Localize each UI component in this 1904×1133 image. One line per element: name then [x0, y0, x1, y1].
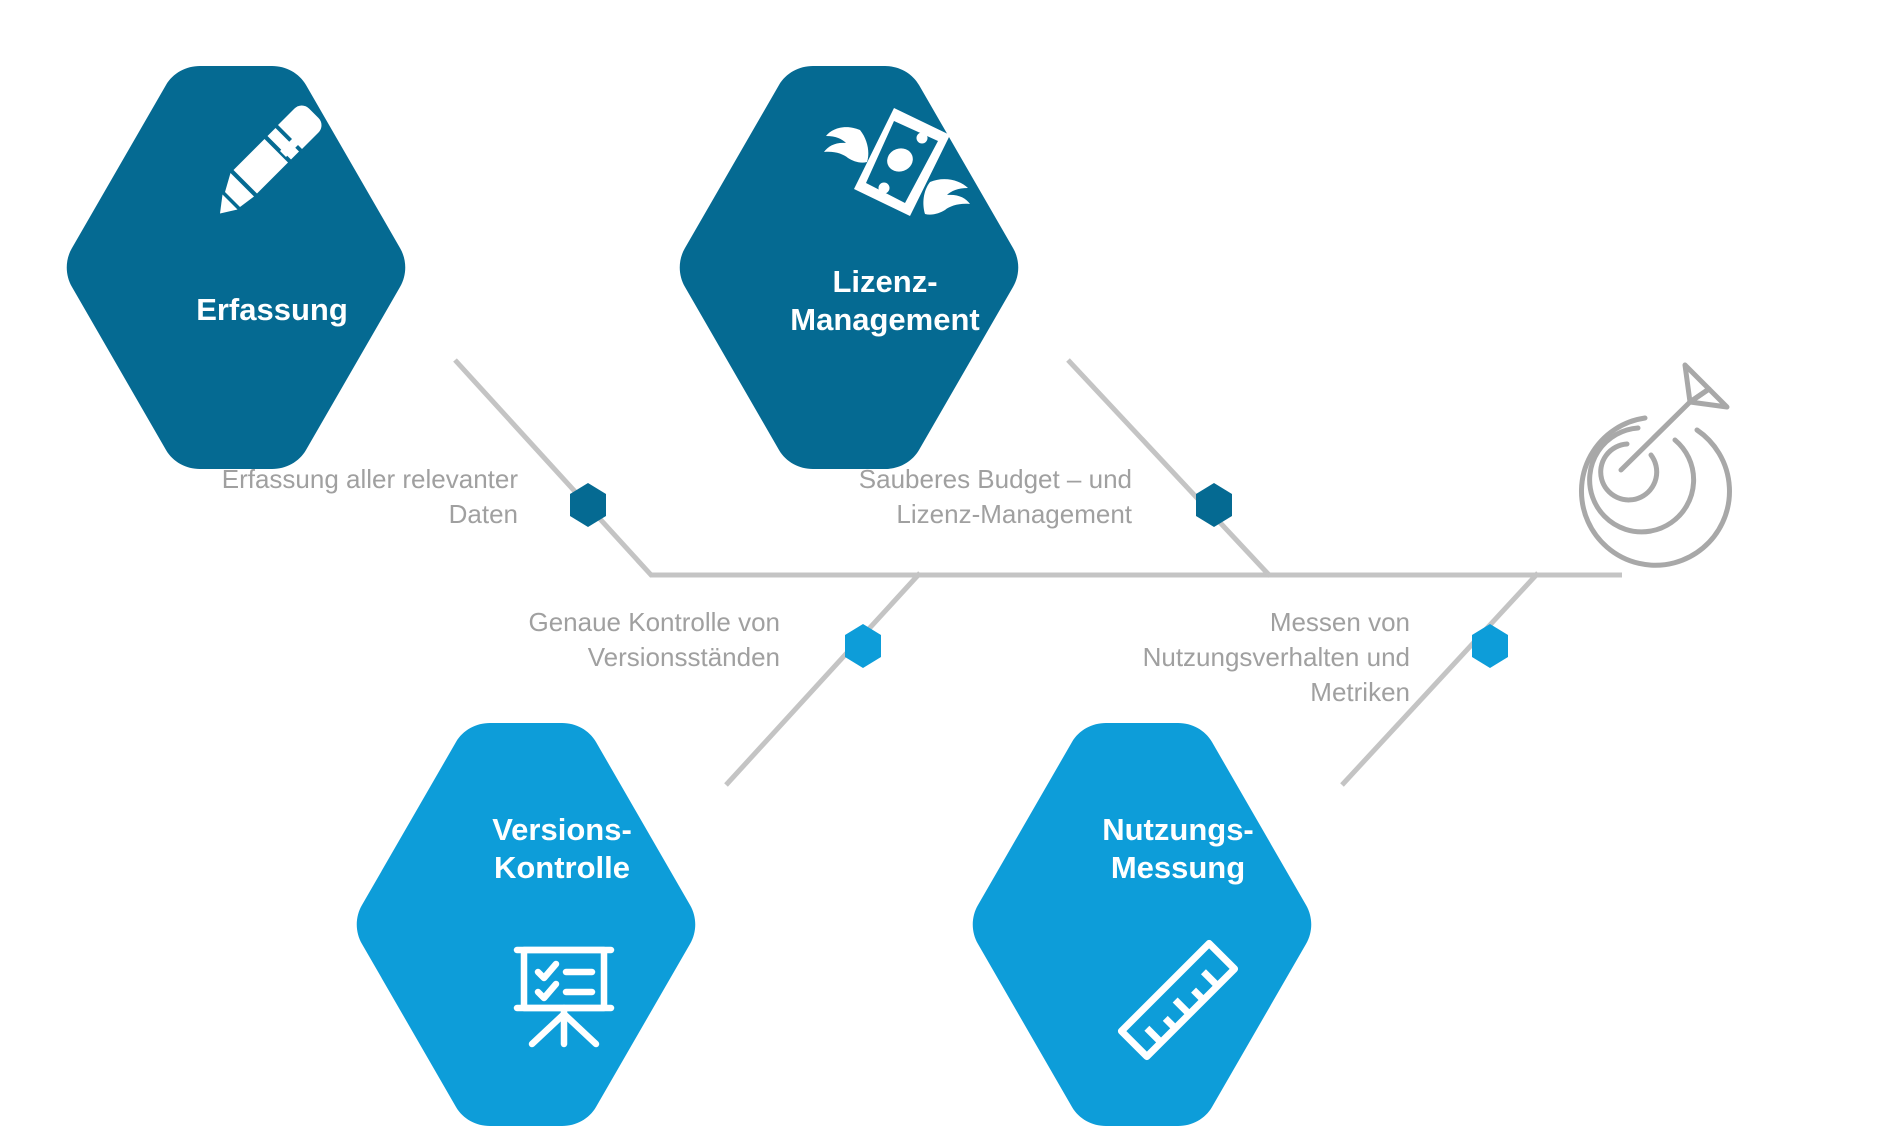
flying-money-icon	[824, 108, 970, 216]
branch-line-nutzung	[1340, 571, 1540, 787]
branch-line-versionen	[724, 571, 922, 787]
node-versions-kontrolle[interactable]: Versions- Kontrolle	[356, 723, 696, 1126]
node-erfassung-label: Erfassung	[196, 292, 348, 327]
node-lizenz-label-line1: Lizenz-	[832, 264, 937, 299]
caption-erfassung: Erfassung aller relevanter Daten	[221, 464, 518, 529]
connector-lines	[453, 358, 1622, 787]
node-erfassung[interactable]: Erfassung	[66, 66, 406, 469]
caption-lizenz: Sauberes Budget – und Lizenz-Management	[858, 464, 1132, 529]
node-nutzung-shape[interactable]	[972, 723, 1312, 1126]
caption-marker-lizenz	[1196, 483, 1232, 527]
node-versionen-label-line1: Versions-	[492, 812, 632, 847]
caption-nutzung: Messen von Nutzungsverhalten und Metrike…	[1142, 607, 1410, 707]
node-versionen-label-line2: Kontrolle	[494, 850, 630, 885]
branch-line-erfassung	[453, 358, 654, 578]
presentation-checklist-icon	[513, 946, 615, 1048]
node-versionen-shape[interactable]	[356, 723, 696, 1126]
caption-markers	[570, 483, 1508, 668]
node-lizenz-management[interactable]: Lizenz- Management	[679, 66, 1019, 469]
caption-marker-erfassung	[570, 483, 606, 527]
node-erfassung-shape[interactable]	[66, 66, 406, 469]
target-arrow-icon	[1578, 362, 1732, 568]
node-lizenz-label-line2: Management	[790, 302, 979, 337]
node-nutzungs-messung[interactable]: Nutzungs- Messung	[972, 723, 1312, 1126]
caption-marker-versionen	[845, 624, 881, 668]
caption-marker-nutzung	[1472, 624, 1508, 668]
ruler-icon	[1117, 939, 1239, 1061]
node-nutzung-label-line2: Messung	[1111, 850, 1245, 885]
pen-icon	[220, 105, 322, 214]
caption-versionen: Genaue Kontrolle von Versionsständen	[528, 607, 780, 672]
node-nutzung-label-line1: Nutzungs-	[1102, 812, 1254, 847]
branch-line-lizenz	[1066, 358, 1272, 578]
